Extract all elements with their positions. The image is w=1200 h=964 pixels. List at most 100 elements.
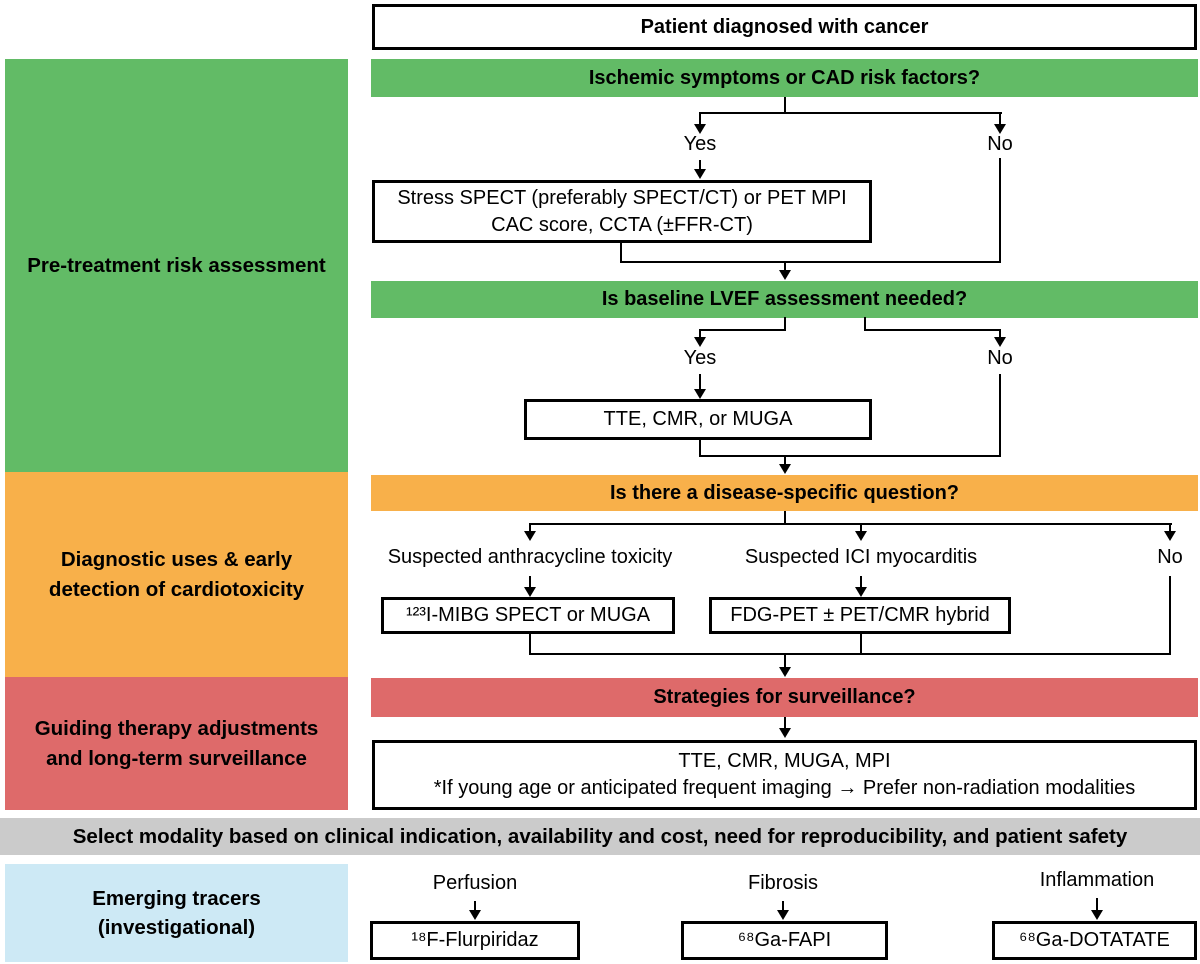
connector-line [784,654,786,668]
arrow-down-icon [694,124,706,134]
arrow-down-icon [994,124,1006,134]
branch-label-anthracycline: Suspected anthracycline toxicity [387,546,673,568]
footer-selection-label: Select modality based on clinical indica… [72,824,1128,848]
box-ga-dotatate-label: ⁶⁸Ga-DOTATATE [1019,929,1170,951]
connector-line [864,329,1001,331]
band-guiding: Guiding therapy adjustments and long-ter… [5,677,348,810]
arrow-down-icon [694,337,706,347]
box-stress-line1: Stress SPECT (preferably SPECT/CT) or PE… [397,186,847,209]
box-surveillance-line2: *If young age or anticipated frequent im… [433,777,1136,799]
connector-line [1169,523,1171,532]
connector-line [860,523,862,532]
connector-line [529,523,1172,525]
connector-line [1096,898,1098,911]
tracer-label-perfusion: Perfusion [432,872,518,894]
arrow-down-icon [779,464,791,474]
connector-line [699,112,701,125]
box-fdg-pet: FDG-PET ± PET/CMR hybrid [709,597,1011,634]
connector-line [474,901,476,911]
arrow-down-icon [994,337,1006,347]
arrow-down-icon [779,270,791,280]
band-pretreatment-label: Pre-treatment risk assessment [27,253,326,277]
box-mibg: ¹²³I-MIBG SPECT or MUGA [381,597,675,634]
band-diagnostic-label: Diagnostic uses & early detection of car… [48,548,305,601]
top-box-label: Patient diagnosed with cancer [640,15,929,38]
connector-line [699,329,701,338]
branch-label-no-1: No [987,133,1013,155]
arrow-down-icon [855,587,867,597]
question-surveillance-label: Strategies for surveillance? [653,686,916,708]
box-mibg-label: ¹²³I-MIBG SPECT or MUGA [405,604,651,626]
box-surveillance-line1: TTE, CMR, MUGA, MPI [678,750,891,772]
connector-line [782,901,784,911]
question-lvef-label: Is baseline LVEF assessment needed? [601,288,968,310]
connector-line [529,653,1171,655]
connector-line [784,717,786,729]
connector-line [699,160,701,170]
arrow-down-icon [694,389,706,399]
connector-line [860,633,862,655]
connector-line [529,523,531,532]
box-flurpiridaz-label: ¹⁸F-Flurpiridaz [411,929,539,951]
tracer-label-inflammation: Inflammation [1039,869,1155,891]
band-guiding-label: Guiding therapy adjustments and long-ter… [34,717,319,770]
branch-label-yes-2: Yes [683,347,717,369]
connector-line [784,511,786,524]
connector-line [620,261,1001,263]
connector-line [529,576,531,588]
connector-line [699,112,1002,114]
box-fdg-label: FDG-PET ± PET/CMR hybrid [730,604,990,626]
arrow-down-icon [855,531,867,541]
branch-label-no-3: No [1157,546,1183,568]
connector-line [699,439,701,457]
box-surveillance-modalities: TTE, CMR, MUGA, MPI *If young age or ant… [372,740,1197,810]
arrow-down-icon [779,728,791,738]
band-emerging-label: Emerging tracers (investigational) [92,886,261,939]
connector-line [999,158,1001,263]
top-box-patient-diagnosed: Patient diagnosed with cancer [372,4,1197,50]
branch-label-no-2: No [987,347,1013,369]
branch-label-yes-1: Yes [683,133,717,155]
question-bar-surveillance: Strategies for surveillance? [371,678,1198,717]
connector-line [1169,576,1171,655]
arrow-down-icon [524,531,536,541]
connector-line [699,329,786,331]
band-diagnostic: Diagnostic uses & early detection of car… [5,472,348,677]
arrow-down-icon [524,587,536,597]
band-pretreatment: Pre-treatment risk assessment [5,59,348,472]
arrow-down-icon [1091,910,1103,920]
connector-line [784,262,786,271]
tracer-label-fibrosis: Fibrosis [747,872,819,894]
box-ga-fapi-label: ⁶⁸Ga-FAPI [737,929,832,951]
question-bar-ischemic: Ischemic symptoms or CAD risk factors? [371,59,1198,97]
band-emerging: Emerging tracers (investigational) [5,864,348,962]
connector-line [620,242,622,263]
box-ga-fapi: ⁶⁸Ga-FAPI [681,921,888,960]
box-lvef-label: TTE, CMR, or MUGA [603,408,793,430]
question-disease-label: Is there a disease-specific question? [609,481,959,504]
connector-line [999,112,1001,125]
connector-line [999,329,1001,338]
branch-label-ici: Suspected ICI myocarditis [744,546,978,568]
connector-line [699,374,701,390]
box-ga-dotatate: ⁶⁸Ga-DOTATATE [992,921,1197,960]
arrow-down-icon [469,910,481,920]
question-bar-lvef: Is baseline LVEF assessment needed? [371,281,1198,318]
connector-line [864,317,866,331]
connector-line [860,576,862,588]
connector-line [999,374,1001,457]
box-stress-line2: CAC score, CCTA (±FFR-CT) [491,213,753,236]
arrow-down-icon [1164,531,1176,541]
question-bar-disease-specific: Is there a disease-specific question? [371,475,1198,511]
question-ischemic-label: Ischemic symptoms or CAD risk factors? [588,66,981,89]
box-stress-spect: Stress SPECT (preferably SPECT/CT) or PE… [372,180,872,243]
connector-line [784,97,786,113]
connector-line [529,633,531,655]
arrow-down-icon [779,667,791,677]
connector-line [784,456,786,465]
connector-line [784,317,786,331]
arrow-down-icon [694,169,706,179]
box-lvef-modalities: TTE, CMR, or MUGA [524,399,872,440]
arrow-down-icon [777,910,789,920]
